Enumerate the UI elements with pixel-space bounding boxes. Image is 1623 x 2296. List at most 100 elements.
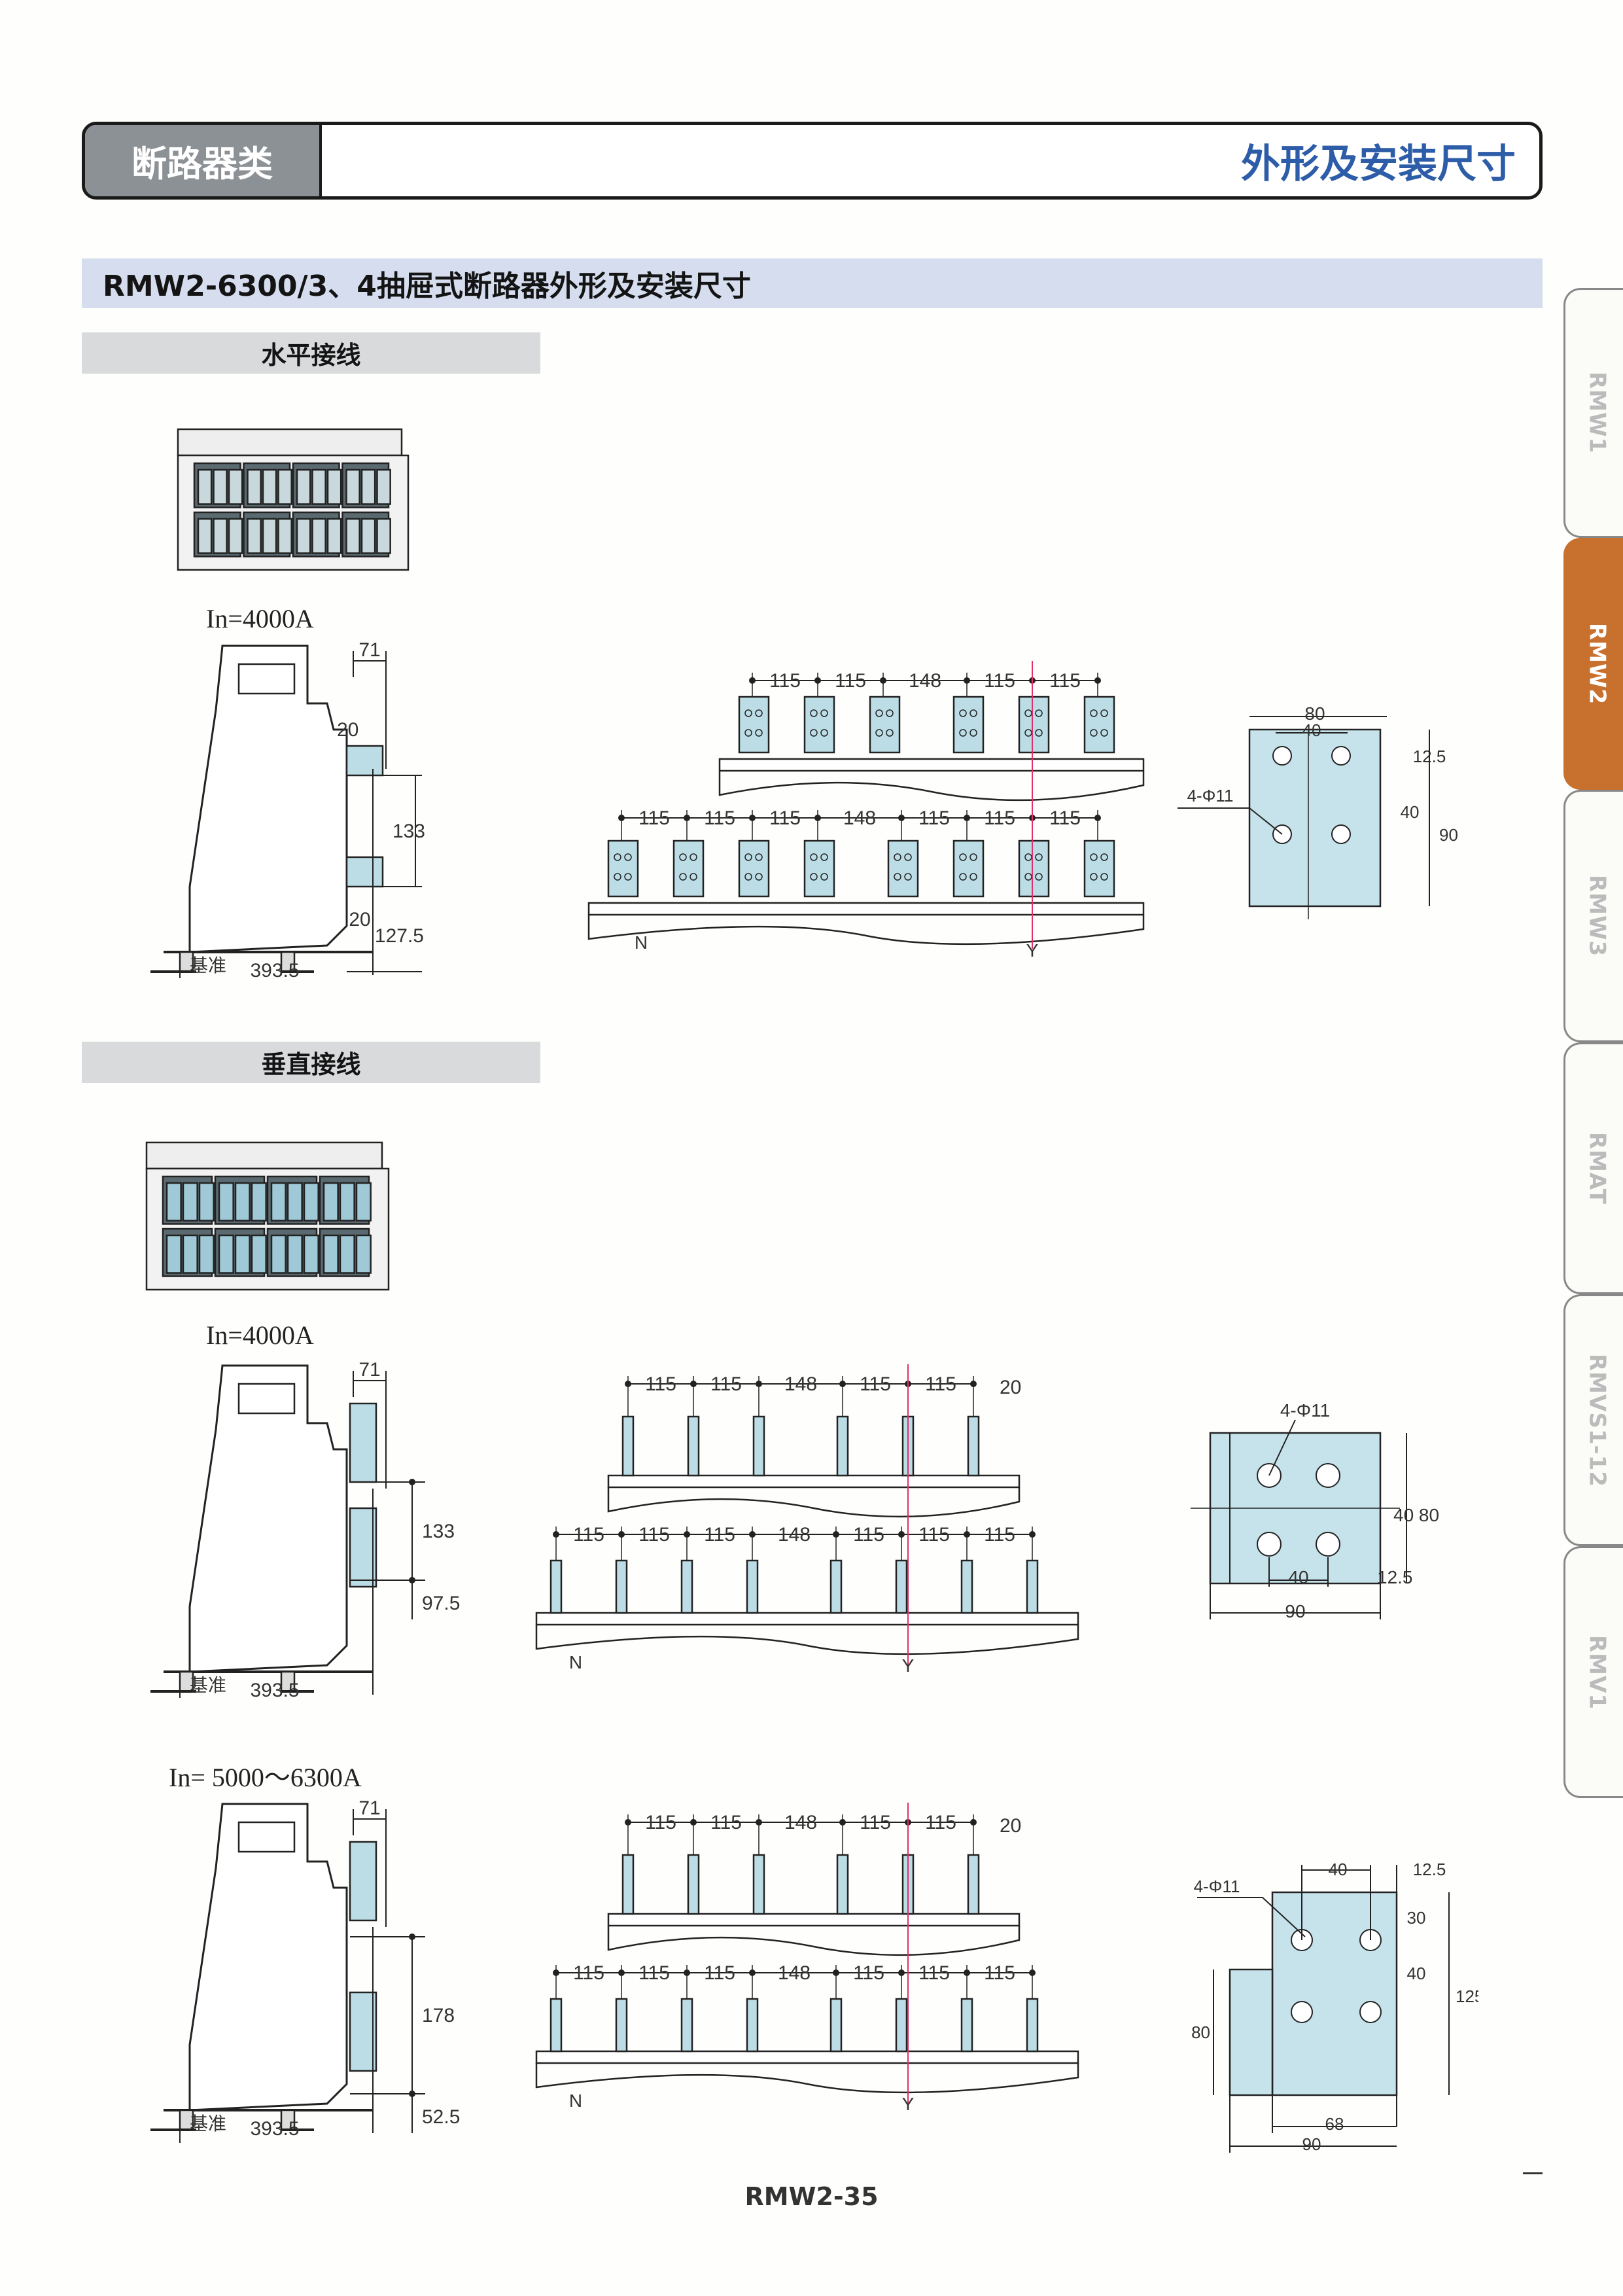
page-number: RMW2-35: [744, 2182, 879, 2211]
dimension-label: 115: [984, 1962, 1015, 1984]
bolt-hole: [894, 853, 901, 861]
dimension-label: 393.5: [250, 2118, 299, 2140]
busbar: [349, 1402, 377, 1483]
breaker-body: [188, 1364, 348, 1673]
dimension-label: 115: [704, 807, 735, 829]
page-header: 断路器类 外形及安装尺寸: [82, 122, 1543, 200]
terminal: [311, 518, 326, 554]
terminal: [251, 1234, 267, 1274]
terminal: [339, 1234, 355, 1274]
bolt-hole: [1090, 853, 1098, 861]
side-tab-rmvs1-12[interactable]: RMVS1-12: [1563, 1294, 1623, 1546]
terminal: [355, 1182, 372, 1222]
dimension-label: 12.5: [1377, 1567, 1413, 1587]
dimension-label: Y: [902, 2094, 915, 2114]
break-line: [607, 1487, 1021, 1518]
bolt-hole: [744, 873, 752, 881]
bolt-hole: [904, 873, 912, 881]
mounting-hole: [1272, 746, 1292, 766]
bolt-hole: [1100, 729, 1108, 737]
dimension-label: 40: [1401, 802, 1420, 822]
terminal: [311, 468, 326, 505]
dimension-arrow: [833, 1531, 839, 1538]
bolt-hole: [624, 873, 632, 881]
dimension-label: 133: [422, 1521, 455, 1542]
bolt-hole: [614, 873, 621, 881]
dimension-label: 90: [1302, 2134, 1321, 2154]
terminal: [287, 1182, 303, 1222]
terminal: [182, 1234, 198, 1274]
terminal: [277, 518, 292, 554]
dimension-label: 12.5: [1413, 1860, 1446, 1879]
bolt-hole: [1090, 873, 1098, 881]
mounting-hole: [1316, 1532, 1340, 1557]
bolt-hole: [886, 729, 894, 737]
terminal-block: [887, 839, 919, 898]
dimension-arrow: [749, 677, 756, 684]
terminal: [270, 1182, 287, 1222]
terminal-block: [607, 839, 639, 898]
terminal-post: [746, 1559, 759, 1614]
side-tab-rmw1[interactable]: RMW1: [1563, 288, 1623, 538]
side-tab-rmw3[interactable]: RMW3: [1563, 790, 1623, 1042]
dimension-label: 115: [645, 1812, 676, 1833]
dimension-arrow: [970, 1819, 977, 1826]
dimension-label: 115: [984, 670, 1015, 692]
bolt-hole: [810, 709, 818, 717]
side-tab-label: RMAT: [1584, 1132, 1611, 1205]
side-tab-rmw2[interactable]: RMW2: [1563, 538, 1623, 790]
bolt-hole: [755, 729, 763, 737]
dimension-label: 80: [1304, 703, 1325, 724]
terminal: [218, 1234, 234, 1274]
side-tab-rmat[interactable]: RMAT: [1563, 1042, 1623, 1294]
terminal: [345, 468, 360, 505]
terminal-block: [803, 696, 835, 754]
dimension-label: 20: [337, 719, 358, 741]
subhead-vertical: 垂直接线: [82, 1042, 540, 1083]
bolt-hole: [744, 729, 752, 737]
dimension-label: 115: [853, 1524, 884, 1545]
terminal: [262, 518, 277, 554]
terminal-block: [1083, 696, 1115, 754]
dimension-label: N: [635, 932, 648, 953]
dimension-arrow: [690, 1819, 697, 1826]
terminal: [247, 518, 262, 554]
terminal-block: [738, 839, 770, 898]
dimension-label: 97.5: [422, 1593, 460, 1614]
dimension-label: 40 80: [1393, 1505, 1439, 1525]
terminal: [287, 1234, 303, 1274]
side-tab-label: RMV1: [1584, 1634, 1611, 1710]
dimension-arrow: [684, 815, 690, 821]
bolt-hole: [886, 709, 894, 717]
terminal: [198, 1234, 215, 1274]
busbar-base: [587, 902, 1145, 916]
terminal: [247, 468, 262, 505]
busbar-base: [607, 1913, 1021, 1927]
bolt-hole: [959, 709, 967, 717]
terminal: [376, 518, 391, 554]
terminal-post: [621, 1854, 635, 1915]
bolt-hole: [755, 853, 763, 861]
dimension-label: 115: [984, 1524, 1015, 1545]
side-tab-label: RMW3: [1584, 875, 1611, 957]
bolt-hole: [744, 853, 752, 861]
dimension-arrow: [625, 1381, 631, 1387]
bolt-hole: [689, 853, 697, 861]
terminal: [355, 1234, 372, 1274]
terminal: [296, 468, 311, 505]
terminal: [262, 468, 277, 505]
mounting-hole: [1257, 1532, 1282, 1557]
dimension-arrow: [970, 1381, 977, 1387]
bolt-hole: [810, 853, 818, 861]
breaker-top: [145, 1141, 383, 1170]
dimension-arrow: [684, 1969, 690, 1976]
terminal: [218, 1182, 234, 1222]
terminal-post: [550, 1998, 563, 2053]
terminal-post: [621, 1415, 635, 1477]
dimension-label: 115: [573, 1962, 604, 1984]
break-line: [587, 915, 1145, 945]
terminal-plate: [1271, 1891, 1398, 2096]
side-tab-rmv1[interactable]: RMV1: [1563, 1546, 1623, 1798]
dimension-arrow: [618, 1969, 625, 1976]
